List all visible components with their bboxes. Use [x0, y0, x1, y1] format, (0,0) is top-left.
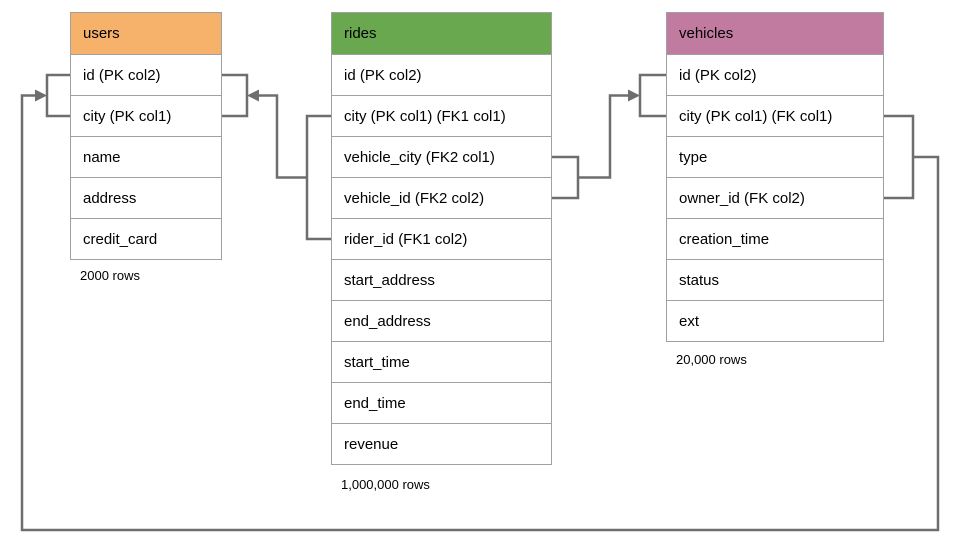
table-row: credit_card	[71, 219, 221, 259]
table-row: end_time	[332, 383, 551, 424]
table-rides-header: rides	[332, 13, 551, 55]
table-row: status	[667, 260, 883, 301]
table-title: users	[83, 25, 120, 42]
table-row: id (PK col2)	[71, 55, 221, 96]
connector-rides-to-users-arrowhead	[247, 89, 259, 102]
table-row: vehicle_id (FK2 col2)	[332, 178, 551, 219]
table-row: name	[71, 137, 221, 178]
table-vehicles-header: vehicles	[667, 13, 883, 55]
table-title: rides	[344, 25, 377, 42]
table-users-row-count: 2000 rows	[80, 268, 140, 283]
table-row: type	[667, 137, 883, 178]
connector-rides-to-users	[222, 73, 331, 241]
connector-vehicles-to-users-arrowhead	[35, 89, 47, 102]
table-row: id (PK col2)	[332, 55, 551, 96]
connector-rides-to-vehicles-target-bracket	[638, 73, 666, 118]
connector-rides-to-vehicles	[552, 73, 666, 200]
connector-rides-to-users-target-bracket	[222, 73, 249, 118]
table-row: start_time	[332, 342, 551, 383]
table-row: city (PK col1) (FK col1)	[667, 96, 883, 137]
table-rides: rides id (PK col2) city (PK col1) (FK1 c…	[331, 12, 552, 465]
table-row: owner_id (FK col2)	[667, 178, 883, 219]
table-vehicles: vehicles id (PK col2) city (PK col1) (FK…	[666, 12, 884, 342]
table-users: users id (PK col2) city (PK col1) name a…	[70, 12, 222, 260]
connector-rides-to-vehicles-shaft	[578, 94, 629, 179]
table-row: vehicle_city (FK2 col1)	[332, 137, 551, 178]
connector-rides-to-vehicles-source-bracket	[552, 155, 580, 200]
table-row: city (PK col1)	[71, 96, 221, 137]
table-row: end_address	[332, 301, 551, 342]
table-row: ext	[667, 301, 883, 341]
table-users-header: users	[71, 13, 221, 55]
connector-rides-to-vehicles-arrowhead	[628, 89, 640, 102]
connector-vehicles-to-users-target-bracket	[45, 73, 70, 118]
table-row: city (PK col1) (FK1 col1)	[332, 96, 551, 137]
connector-rides-to-users-source-bracket	[305, 114, 331, 241]
table-row: rider_id (FK1 col2)	[332, 219, 551, 260]
table-row: id (PK col2)	[667, 55, 883, 96]
connector-vehicles-to-users-source-bracket	[884, 114, 915, 200]
table-vehicles-row-count: 20,000 rows	[676, 352, 747, 367]
table-row: address	[71, 178, 221, 219]
table-row: revenue	[332, 424, 551, 464]
table-rides-row-count: 1,000,000 rows	[341, 477, 430, 492]
connector-rides-to-users-shaft	[258, 94, 307, 179]
table-row: start_address	[332, 260, 551, 301]
table-row: creation_time	[667, 219, 883, 260]
table-title: vehicles	[679, 25, 734, 42]
